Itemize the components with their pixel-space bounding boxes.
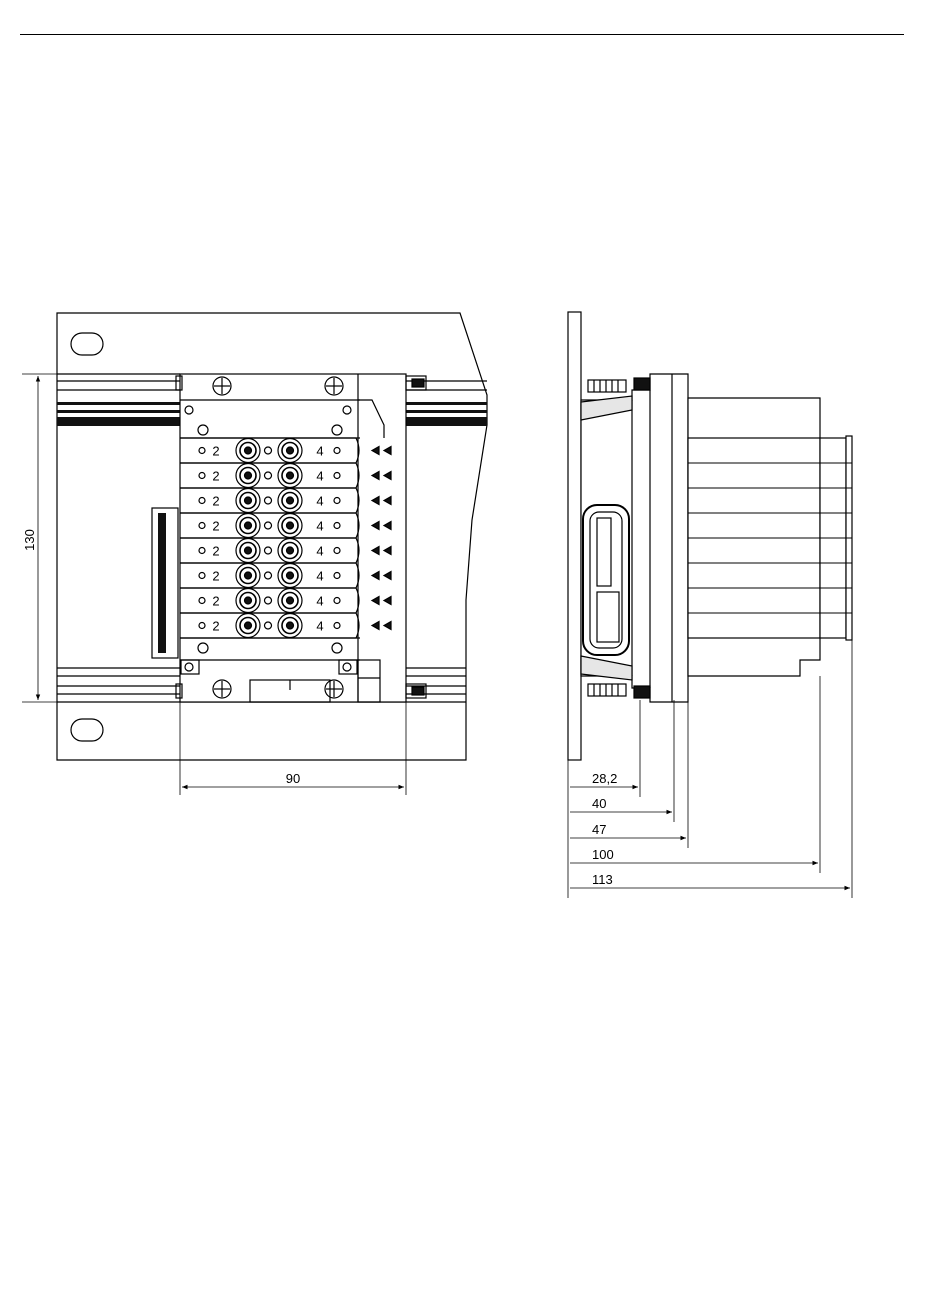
port-label-4: 4 [316,494,323,509]
mounting-slot-bottom [71,719,103,741]
dimension-width-90: 90 [286,771,300,786]
port-label-2: 2 [212,594,219,609]
port-label-4: 4 [316,469,323,484]
port-label-4: 4 [316,569,323,584]
mounting-slot-top [71,333,103,355]
side-dimension-label: 28,2 [592,771,617,786]
side-dimension: 47 [570,700,688,848]
port-label-2: 2 [212,619,219,634]
port-label-4: 4 [316,594,323,609]
side-dimension-label: 100 [592,847,614,862]
dimension-height-130: 130 [22,529,37,551]
port-label-2: 2 [212,469,219,484]
port-label-4: 4 [316,519,323,534]
port-label-4: 4 [316,544,323,559]
side-dimension-label: 40 [592,796,606,811]
port-label-2: 2 [212,544,219,559]
front-view [57,313,487,760]
side-dimension-label: 47 [592,822,606,837]
port-label-4: 4 [316,444,323,459]
rail-clip-top [588,378,650,392]
side-view [568,312,852,760]
panel-edge [568,312,581,760]
port-label-2: 2 [212,444,219,459]
side-dimensions: 28,2 40 47 100 113 [568,640,852,898]
port-label-2: 2 [212,519,219,534]
side-dimension-label: 113 [592,872,613,887]
port-label-2: 2 [212,569,219,584]
rail-clip-bottom [588,684,650,698]
port-label-4: 4 [316,619,323,634]
side-dimension: 40 [570,700,674,822]
port-label-2: 2 [212,494,219,509]
